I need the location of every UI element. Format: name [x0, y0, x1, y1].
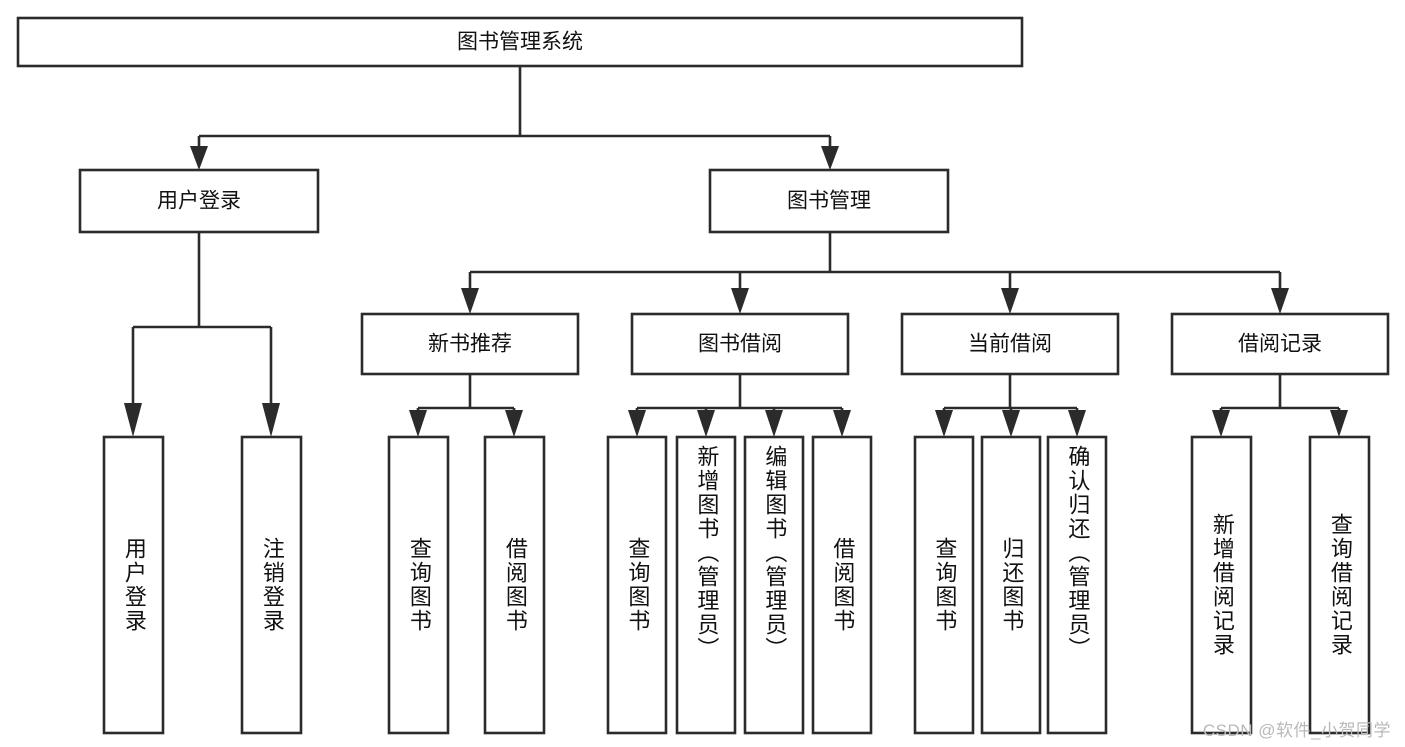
node-root-box[interactable]	[16, 16, 1024, 68]
arrow-head-current-borrow	[1001, 288, 1019, 314]
node-user-login-label: 用户登录	[157, 190, 241, 213]
connector-borrow-records-to-leaves	[1212, 374, 1348, 437]
connector-book-manage-to-level3	[461, 232, 1289, 314]
arrow-head-bb-leaf-4	[833, 410, 851, 437]
node-borrow-records-label: 借阅记录	[1238, 333, 1322, 356]
connector-current-borrow-to-leaves	[935, 374, 1086, 437]
arrow-head-cb-leaf-3	[1068, 410, 1086, 437]
node-root-label: 图书管理系统	[457, 31, 583, 54]
leaf-box-borrow-records-2[interactable]	[1308, 435, 1371, 735]
arrow-head-user-login	[190, 146, 208, 170]
arrow-head-nb-leaf-1	[409, 410, 427, 437]
arrow-head-leaf-logout	[262, 403, 280, 437]
arrow-head-bb-leaf-1	[628, 410, 646, 437]
connector-root-to-level2	[190, 66, 839, 170]
arrow-head-book-borrow	[731, 288, 749, 314]
node-book-manage-label: 图书管理	[787, 190, 871, 213]
leaf-box-new-book-1[interactable]	[387, 435, 450, 735]
node-book-borrow-label: 图书借阅	[698, 333, 782, 356]
leaf-box-user-login-1[interactable]	[102, 435, 165, 735]
leaf-box-book-borrow-3[interactable]	[743, 435, 805, 735]
leaf-box-borrow-records-1[interactable]	[1190, 435, 1253, 735]
node-book-borrow-box[interactable]	[630, 312, 850, 376]
leaf-box-current-borrow-2[interactable]	[980, 435, 1042, 735]
arrow-head-cb-leaf-2	[1002, 410, 1020, 437]
arrow-head-cb-leaf-1	[935, 410, 953, 437]
node-user-login-box[interactable]	[78, 168, 320, 234]
leaf-box-current-borrow-1[interactable]	[913, 435, 975, 735]
arrow-head-br-leaf-1	[1212, 410, 1230, 437]
node-book-manage-box[interactable]	[708, 168, 950, 234]
node-new-book-label: 新书推荐	[428, 333, 512, 356]
node-current-borrow-box[interactable]	[900, 312, 1120, 376]
leaf-box-book-borrow-4[interactable]	[811, 435, 873, 735]
arrow-head-borrow-records	[1271, 288, 1289, 314]
node-current-borrow-label: 当前借阅	[968, 333, 1052, 356]
leaf-box-user-login-2[interactable]	[240, 435, 303, 735]
node-borrow-records-box[interactable]	[1170, 312, 1390, 376]
arrow-head-nb-leaf-2	[505, 410, 523, 437]
arrow-head-br-leaf-2	[1330, 410, 1348, 437]
leaf-box-current-borrow-3[interactable]	[1046, 435, 1108, 735]
arrow-head-book-manage	[821, 146, 839, 170]
leaf-box-new-book-2[interactable]	[483, 435, 546, 735]
node-new-book-box[interactable]	[360, 312, 580, 376]
connector-new-book-to-leaves	[409, 374, 523, 437]
arrow-head-bb-leaf-3	[765, 410, 783, 437]
arrow-head-leaf-user-login	[124, 403, 142, 437]
leaf-box-book-borrow-2[interactable]	[675, 435, 737, 735]
arrow-head-new-book	[461, 288, 479, 314]
connector-user-login-to-leaves	[124, 232, 280, 437]
leaf-box-book-borrow-1[interactable]	[606, 435, 668, 735]
connector-book-borrow-to-leaves	[628, 374, 851, 437]
arrow-head-bb-leaf-2	[697, 410, 715, 437]
